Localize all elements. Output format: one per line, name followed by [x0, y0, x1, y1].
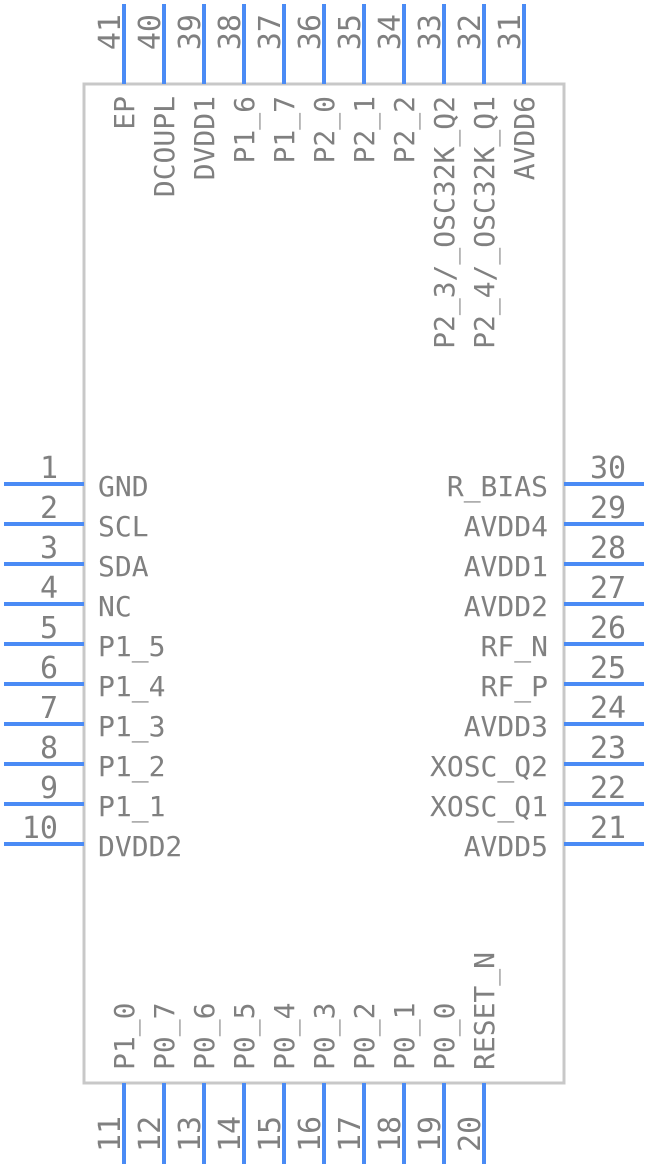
pin-label-dvdd1: DVDD1	[188, 96, 221, 180]
pin-label-nc: NC	[98, 590, 132, 623]
pin-label-avdd3: AVDD3	[464, 710, 548, 743]
pin-label-p1-0: P1_0	[108, 1003, 142, 1070]
pin-number-12: 12	[133, 1116, 168, 1152]
pin-number-20: 20	[453, 1116, 488, 1152]
pin-label-p2-3-osc32k-q2: P2_3/_OSC32K_Q2	[428, 96, 462, 349]
pin-number-16: 16	[293, 1116, 328, 1152]
pin-label-r-bias: R_BIAS	[447, 470, 548, 504]
pin-label-gnd: GND	[98, 470, 149, 503]
pin-number-6: 6	[40, 651, 58, 686]
pin-number-28: 28	[590, 531, 626, 566]
pin-number-11: 11	[93, 1116, 128, 1152]
pin-label-p0-1: P0_1	[388, 1003, 422, 1070]
pin-number-8: 8	[40, 731, 58, 766]
pin-number-14: 14	[213, 1116, 248, 1152]
pin-number-32: 32	[453, 14, 488, 50]
pin-label-avdd5: AVDD5	[464, 830, 548, 863]
pin-number-22: 22	[590, 771, 626, 806]
pin-label-p2-2: P2_2	[388, 96, 422, 163]
pin-label-p0-4: P0_4	[268, 1003, 302, 1070]
pin-number-4: 4	[40, 571, 58, 606]
pin-label-xosc-q2: XOSC_Q2	[430, 750, 548, 784]
pin-number-40: 40	[133, 14, 168, 50]
pin-label-avdd6: AVDD6	[508, 96, 541, 180]
pin-label-avdd1: AVDD1	[464, 550, 548, 583]
pin-label-dvdd2: DVDD2	[98, 830, 182, 863]
pin-label-p2-1: P2_1	[348, 96, 382, 163]
pin-label-p1-2: P1_2	[98, 750, 165, 784]
pin-label-p1-4: P1_4	[98, 670, 165, 704]
pin-label-p1-1: P1_1	[98, 790, 165, 824]
pin-number-37: 37	[253, 14, 288, 50]
pin-number-30: 30	[590, 451, 626, 486]
pin-number-13: 13	[173, 1116, 208, 1152]
pin-label-p0-0: P0_0	[428, 1003, 462, 1070]
pin-label-sda: SDA	[98, 550, 149, 583]
pin-label-p1-5: P1_5	[98, 630, 165, 664]
pin-number-38: 38	[213, 14, 248, 50]
pin-label-avdd4: AVDD4	[464, 510, 548, 543]
pin-label-p2-0: P2_0	[308, 96, 342, 163]
pin-label-ep: EP	[108, 96, 141, 130]
pin-number-23: 23	[590, 731, 626, 766]
pin-label-scl: SCL	[98, 510, 149, 543]
pin-number-33: 33	[413, 14, 448, 50]
pin-number-15: 15	[253, 1116, 288, 1152]
pin-label-p0-3: P0_3	[308, 1003, 342, 1070]
pin-number-19: 19	[413, 1116, 448, 1152]
pin-label-avdd2: AVDD2	[464, 590, 548, 623]
pin-number-26: 26	[590, 611, 626, 646]
pin-label-dcoupl: DCOUPL	[148, 96, 181, 197]
pin-label-xosc-q1: XOSC_Q1	[430, 790, 548, 824]
pin-label-p0-2: P0_2	[348, 1003, 382, 1070]
pin-number-3: 3	[40, 531, 58, 566]
pin-number-1: 1	[40, 451, 58, 486]
pin-number-31: 31	[493, 14, 528, 50]
pin-label-p2-4-osc32k-q1: P2_4/_OSC32K_Q1	[468, 96, 502, 349]
pin-number-36: 36	[293, 14, 328, 50]
pin-label-p0-6: P0_6	[188, 1003, 222, 1070]
pin-label-rf-p: RF_P	[481, 670, 548, 704]
pin-number-41: 41	[93, 14, 128, 50]
pin-number-10: 10	[22, 811, 58, 846]
pin-number-29: 29	[590, 491, 626, 526]
pin-label-p1-7: P1_7	[268, 96, 302, 163]
pin-number-25: 25	[590, 651, 626, 686]
pin-number-27: 27	[590, 571, 626, 606]
pin-label-p0-5: P0_5	[228, 1003, 262, 1070]
pin-number-24: 24	[590, 691, 626, 726]
pin-label-rf-n: RF_N	[481, 630, 548, 664]
pin-number-34: 34	[373, 14, 408, 50]
pin-number-7: 7	[40, 691, 58, 726]
pin-label-p1-6: P1_6	[228, 96, 262, 163]
pin-label-reset-n: RESET_N	[468, 952, 502, 1070]
pin-label-p1-3: P1_3	[98, 710, 165, 744]
pin-number-17: 17	[333, 1116, 368, 1152]
pin-number-2: 2	[40, 491, 58, 526]
pin-number-21: 21	[590, 811, 626, 846]
pin-number-39: 39	[173, 14, 208, 50]
pin-number-9: 9	[40, 771, 58, 806]
pin-number-5: 5	[40, 611, 58, 646]
pin-label-p0-7: P0_7	[148, 1003, 182, 1070]
pin-number-18: 18	[373, 1116, 408, 1152]
pin-number-35: 35	[333, 14, 368, 50]
